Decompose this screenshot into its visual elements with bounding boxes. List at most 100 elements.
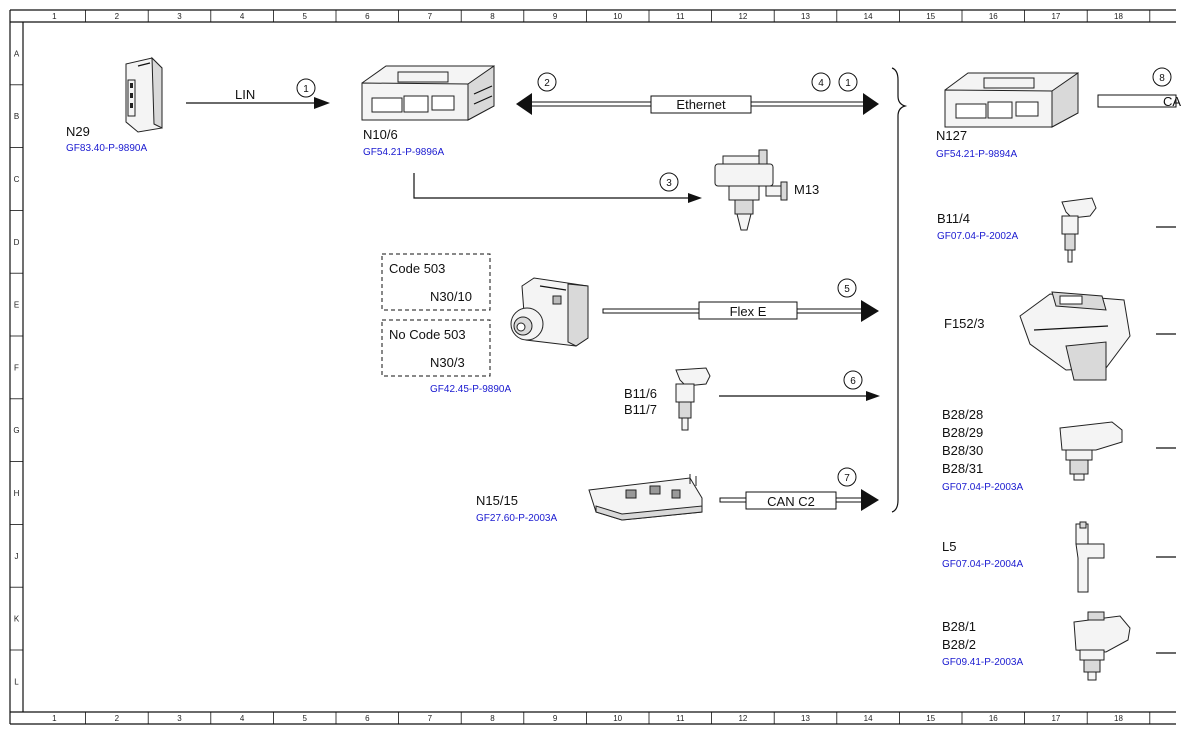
lin-label: LIN <box>235 87 255 102</box>
n127-ref-link[interactable]: GF54.21-P-9894A <box>936 149 1017 160</box>
n29-label: N29 <box>66 124 90 139</box>
m13-number: 3 <box>666 178 672 189</box>
b28-1-sensors: B28/1 B28/2 GF09.41-P-2003A <box>942 611 1176 681</box>
m13-number-circle <box>659 172 679 192</box>
arrow-right-icon <box>863 93 879 115</box>
grid-row-label: E <box>14 301 19 310</box>
grid-row-label: H <box>14 489 20 498</box>
grid-column-label: 10 <box>613 12 622 21</box>
code-503-ref-link[interactable]: GF42.45-P-9890A <box>430 384 511 395</box>
b11-6-sensor: B11/6 B11/7 <box>624 367 711 431</box>
grid-column-label: 18 <box>1114 714 1123 723</box>
b28-28-label: B28/28 <box>942 407 983 422</box>
b28-29-label: B28/29 <box>942 425 983 440</box>
n30-3-label: N30/3 <box>430 355 465 370</box>
grid-column-label: 15 <box>926 12 935 21</box>
temperature-sensor-icon <box>1061 197 1097 263</box>
arrow-right-icon <box>861 300 879 322</box>
grid-row-label: B <box>14 112 19 121</box>
code-503-label: Code 503 <box>389 261 445 276</box>
no-code-503-box <box>381 319 491 377</box>
n127-label: N127 <box>936 128 967 143</box>
n15-15-module: N15/15 GF27.60-P-2003A <box>476 474 703 524</box>
grid-row-label: C <box>14 175 20 184</box>
m13-label: M13 <box>794 182 819 197</box>
grid-column-label: 12 <box>738 714 747 723</box>
diagram-frame <box>9 9 1176 725</box>
ethernet-connection: Ethernet 2 4 1 <box>516 72 879 115</box>
grid-column-label: 8 <box>490 714 495 723</box>
grid-column-label: 8 <box>490 12 495 21</box>
grid-column-label: 14 <box>864 12 873 21</box>
flex-e-number-circle <box>837 278 857 298</box>
m13-connection: 3 <box>413 172 702 203</box>
can-right-connection: CA 8 <box>1097 67 1181 109</box>
b11-connection: 6 <box>719 370 880 401</box>
ethernet-number-circle-left <box>537 72 557 92</box>
n15-15-ref-link[interactable]: GF27.60-P-2003A <box>476 513 557 524</box>
flex-e-number: 5 <box>844 284 850 295</box>
b28-30-label: B28/30 <box>942 443 983 458</box>
grid-column-label: 4 <box>240 12 245 21</box>
fuse-box-icon <box>1019 291 1131 381</box>
abs-unit <box>510 277 589 347</box>
hydraulic-unit-icon <box>510 277 589 347</box>
circuit-board-icon <box>588 474 703 521</box>
grid-column-label: 14 <box>864 714 873 723</box>
can-right-number-circle <box>1152 67 1172 87</box>
group-brace <box>891 67 908 513</box>
code-503-box <box>381 253 491 311</box>
grid-row-label: J <box>15 552 19 561</box>
grid-column-label: 11 <box>676 714 685 723</box>
grid-column-label: 2 <box>115 714 120 723</box>
can-right-number: 8 <box>1159 73 1165 84</box>
b11-4-ref-link[interactable]: GF07.04-P-2002A <box>937 231 1018 242</box>
grid-column-label: 5 <box>302 714 307 723</box>
grid-column-label: 11 <box>676 12 685 21</box>
n127-module: N127 GF54.21-P-9894A <box>936 72 1079 160</box>
grid-column-label: 17 <box>1051 714 1060 723</box>
grid-column-label: 10 <box>613 714 622 723</box>
lin-connection: LIN 1 <box>186 78 330 109</box>
grid-column-label: 17 <box>1051 12 1060 21</box>
b28-1-ref-link[interactable]: GF09.41-P-2003A <box>942 657 1023 668</box>
b28-2-label: B28/2 <box>942 637 976 652</box>
ethernet-label: Ethernet <box>676 97 726 112</box>
grid-row-label: K <box>14 615 20 624</box>
l5-sensor: L5 GF07.04-P-2004A <box>942 521 1176 593</box>
grid-column-label: 1 <box>52 12 57 21</box>
can-c2-number: 7 <box>844 473 850 484</box>
n10-6-ref-link[interactable]: GF54.21-P-9896A <box>363 147 444 158</box>
grid-column-label: 12 <box>738 12 747 21</box>
b11-number: 6 <box>850 376 856 387</box>
ethernet-number-circle-right-a <box>811 72 831 92</box>
control-unit-icon <box>944 72 1079 128</box>
b28-31-label: B28/31 <box>942 461 983 476</box>
n29-ref-link[interactable]: GF83.40-P-9890A <box>66 143 147 154</box>
grid-column-label: 5 <box>302 12 307 21</box>
n15-15-label: N15/15 <box>476 493 518 508</box>
temperature-sensor-icon <box>675 367 711 431</box>
grid-row-label: G <box>13 426 19 435</box>
flex-e-label: Flex E <box>730 304 767 319</box>
grid-column-label: 2 <box>115 12 120 21</box>
grid-column-label: 9 <box>553 714 558 723</box>
arrow-right-icon <box>861 489 879 511</box>
grid-row-label: A <box>14 49 20 58</box>
grid-column-label: 1 <box>52 714 57 723</box>
l5-ref-link[interactable]: GF07.04-P-2004A <box>942 559 1023 570</box>
b28-28-ref-link[interactable]: GF07.04-P-2003A <box>942 482 1023 493</box>
grid-column-label: 16 <box>989 12 998 21</box>
can-c2-label: CAN C2 <box>767 494 815 509</box>
ethernet-number-circle-right-b <box>838 72 858 92</box>
b11-7-label: B11/7 <box>624 402 657 417</box>
grid-column-label: 13 <box>801 714 810 723</box>
lin-number-circle <box>296 78 316 98</box>
arrow-left-icon <box>516 93 532 115</box>
grid-column-label: 9 <box>553 12 558 21</box>
n10-6-module: N10/6 GF54.21-P-9896A <box>361 65 495 158</box>
ethernet-number-right-a: 4 <box>818 78 824 89</box>
